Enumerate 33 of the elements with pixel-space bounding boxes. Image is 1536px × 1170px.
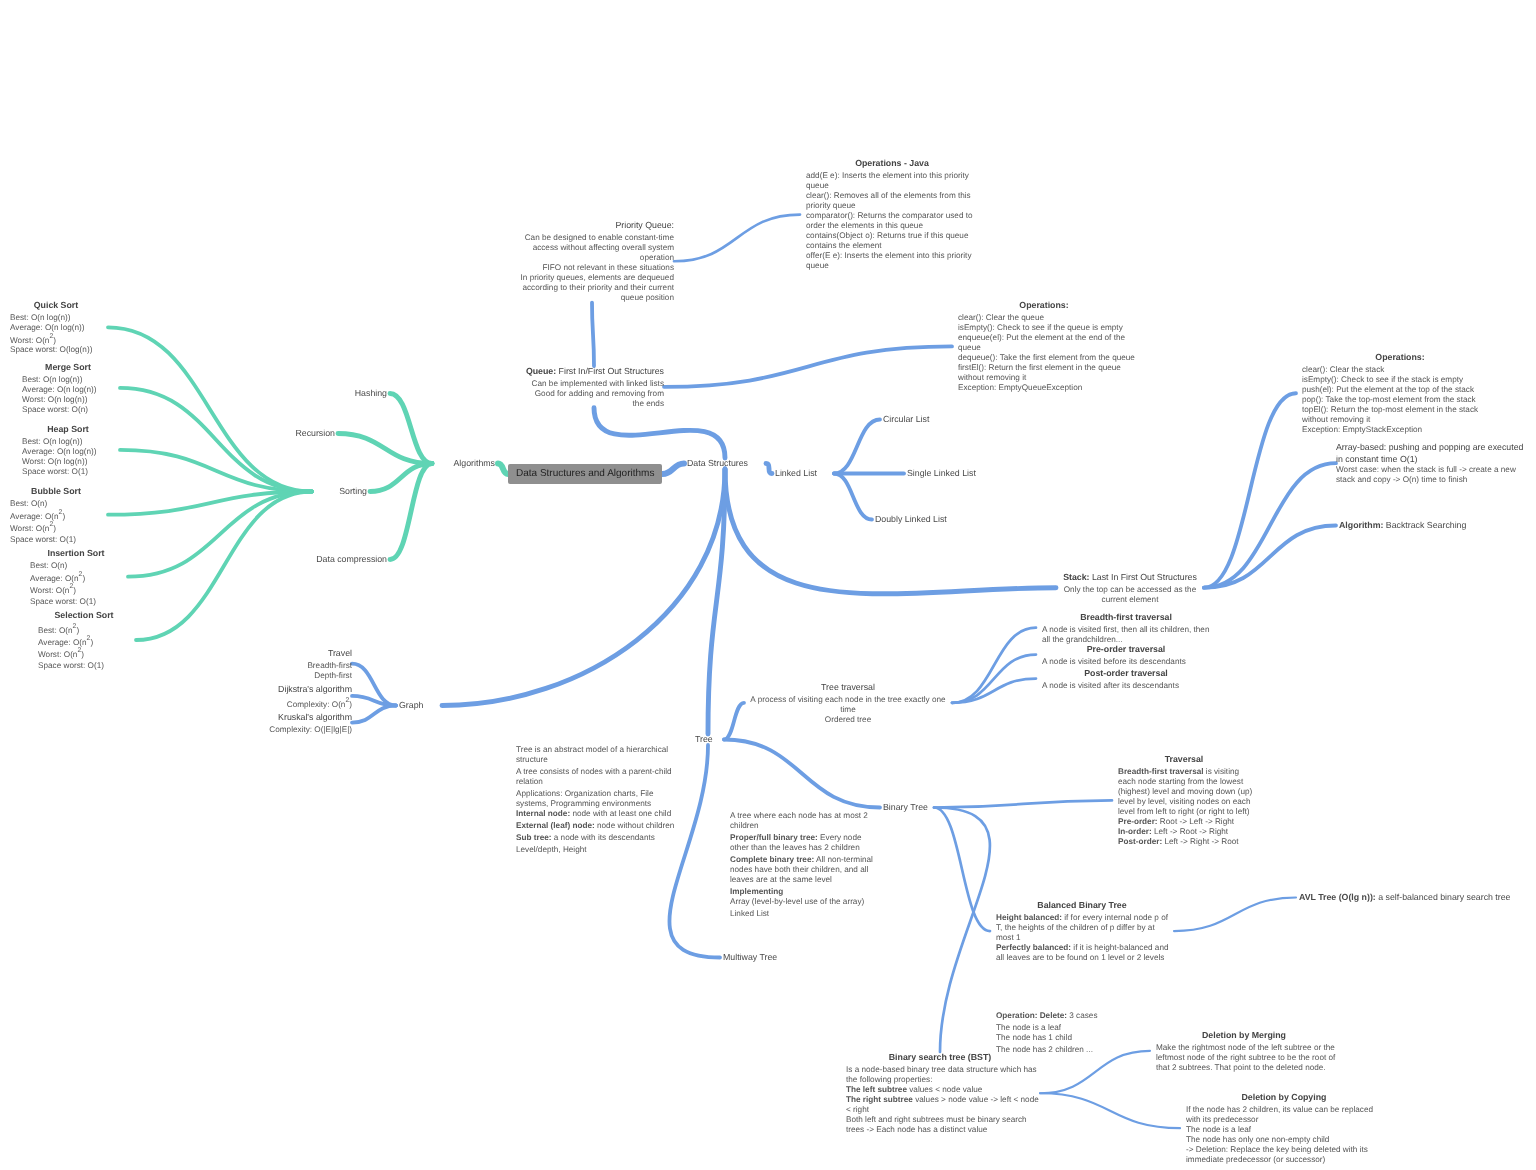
branch-line	[367, 461, 435, 494]
branch-line	[118, 386, 314, 494]
branch-line	[1172, 896, 1298, 933]
branch-line	[932, 806, 992, 1054]
branch-line	[439, 466, 728, 708]
branch-line	[662, 344, 954, 389]
branch-line	[832, 417, 882, 476]
branch-line	[705, 466, 728, 737]
branch-line	[672, 213, 802, 263]
branch-line	[495, 460, 511, 477]
branch-line	[1038, 1092, 1182, 1130]
branch-line	[722, 700, 746, 742]
branch-line	[350, 694, 398, 708]
branch-line	[659, 460, 687, 477]
branch-line	[667, 743, 722, 960]
branch-line	[387, 461, 435, 562]
branch-line	[1202, 523, 1338, 590]
branch-line	[950, 677, 1038, 705]
branch-line	[832, 471, 906, 476]
branch-line	[590, 300, 596, 368]
branch-line	[763, 461, 775, 476]
branch-line	[118, 448, 314, 494]
branch-line	[932, 806, 992, 933]
branch-line	[722, 737, 882, 810]
branch-line	[134, 489, 314, 642]
branch-line	[722, 466, 1059, 597]
branch-line	[387, 391, 435, 466]
branch-line	[350, 661, 398, 708]
branch-line	[106, 325, 314, 494]
branch-line	[832, 471, 874, 522]
branch-line	[350, 703, 398, 725]
branch-line	[1202, 391, 1298, 590]
branch-line	[591, 405, 728, 461]
